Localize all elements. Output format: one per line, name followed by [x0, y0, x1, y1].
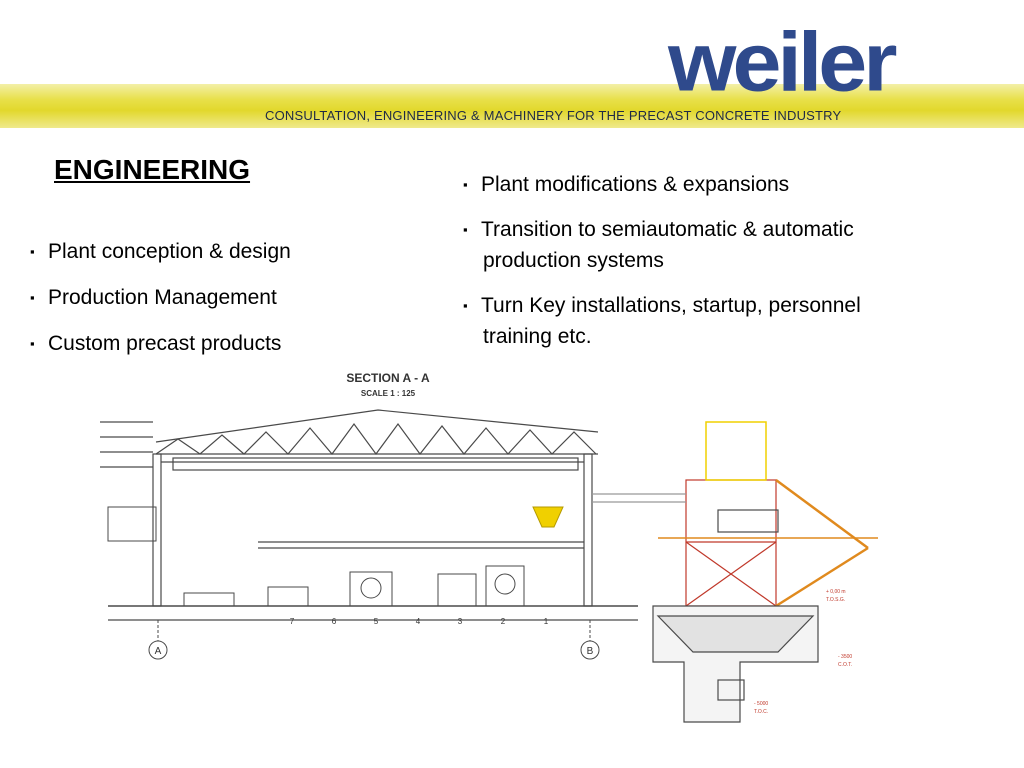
- weiler-logo: weiler: [668, 14, 897, 109]
- station-number: 5: [374, 617, 379, 626]
- platform-structure: [592, 421, 878, 608]
- header-band: [0, 84, 1024, 128]
- list-item: ▪ Turn Key installations, startup, person…: [463, 290, 953, 352]
- axis-a-label: A: [155, 646, 162, 657]
- grid-axis-markers: [148, 620, 600, 660]
- station-number: 3: [458, 617, 463, 626]
- drawing-title: SECTION A - A: [346, 371, 430, 385]
- list-item: ▪ Plant modifications & expansions: [463, 169, 953, 200]
- drawing-scale: SCALE 1 : 125: [361, 389, 416, 398]
- section-drawing: SECTION A - A SCALE 1 : 125: [100, 371, 878, 723]
- left-bullet-list: ▪ Plant conception & design ▪ Production M…: [30, 236, 291, 374]
- header-tagline: CONSULTATION, ENGINEERING & MACHINERY FO…: [265, 108, 842, 123]
- level-label: - 3500: [838, 654, 852, 660]
- list-item: ▪ Custom precast products: [30, 328, 291, 359]
- bullet-icon: ▪: [30, 336, 35, 351]
- station-number: 2: [501, 617, 506, 626]
- page-title: ENGINEERING: [54, 154, 251, 185]
- level-label: T.O.C.: [754, 709, 768, 715]
- list-item-continuation: production systems: [483, 249, 664, 272]
- right-bullet-list: ▪ Plant modifications & expansions ▪ Trans…: [463, 169, 953, 366]
- list-item-text: Transition to semiautomatic & automatic: [481, 218, 854, 241]
- level-label: - 5000: [754, 701, 768, 707]
- list-item-text: Production Management: [48, 286, 277, 309]
- station-number-labels: 7 6 5 4 3 2 1: [290, 617, 549, 626]
- list-item-text: Plant modifications & expansions: [481, 173, 790, 196]
- station-number: 4: [416, 617, 421, 626]
- production-machines: [107, 506, 564, 607]
- list-item: ▪ Transition to semiautomatic & automatic…: [463, 214, 953, 276]
- foundation-pit: [652, 605, 819, 723]
- level-labels: + 0,00 m T.O.S.G. - 3500 C.O.T. - 5000 T…: [754, 589, 852, 715]
- bullet-icon: ▪: [463, 298, 468, 313]
- list-item-text: Turn Key installations, startup, personn…: [481, 294, 861, 317]
- bullet-icon: ▪: [463, 177, 468, 192]
- bullet-icon: ▪: [30, 290, 35, 305]
- level-label: + 0,00 m: [826, 589, 846, 595]
- list-item-text: Plant conception & design: [48, 240, 291, 263]
- axis-b-label: B: [587, 646, 594, 657]
- level-label: C.O.T.: [838, 662, 852, 668]
- station-number: 1: [544, 617, 549, 626]
- bullet-icon: ▪: [463, 222, 468, 237]
- bullet-icon: ▪: [30, 244, 35, 259]
- station-number: 6: [332, 617, 337, 626]
- station-number: 7: [290, 617, 295, 626]
- list-item: ▪ Plant conception & design: [30, 236, 291, 267]
- level-label: T.O.S.G.: [826, 597, 845, 603]
- list-item: ▪ Production Management: [30, 282, 291, 313]
- list-item-continuation: training etc.: [483, 325, 592, 348]
- list-item-text: Custom precast products: [48, 332, 282, 355]
